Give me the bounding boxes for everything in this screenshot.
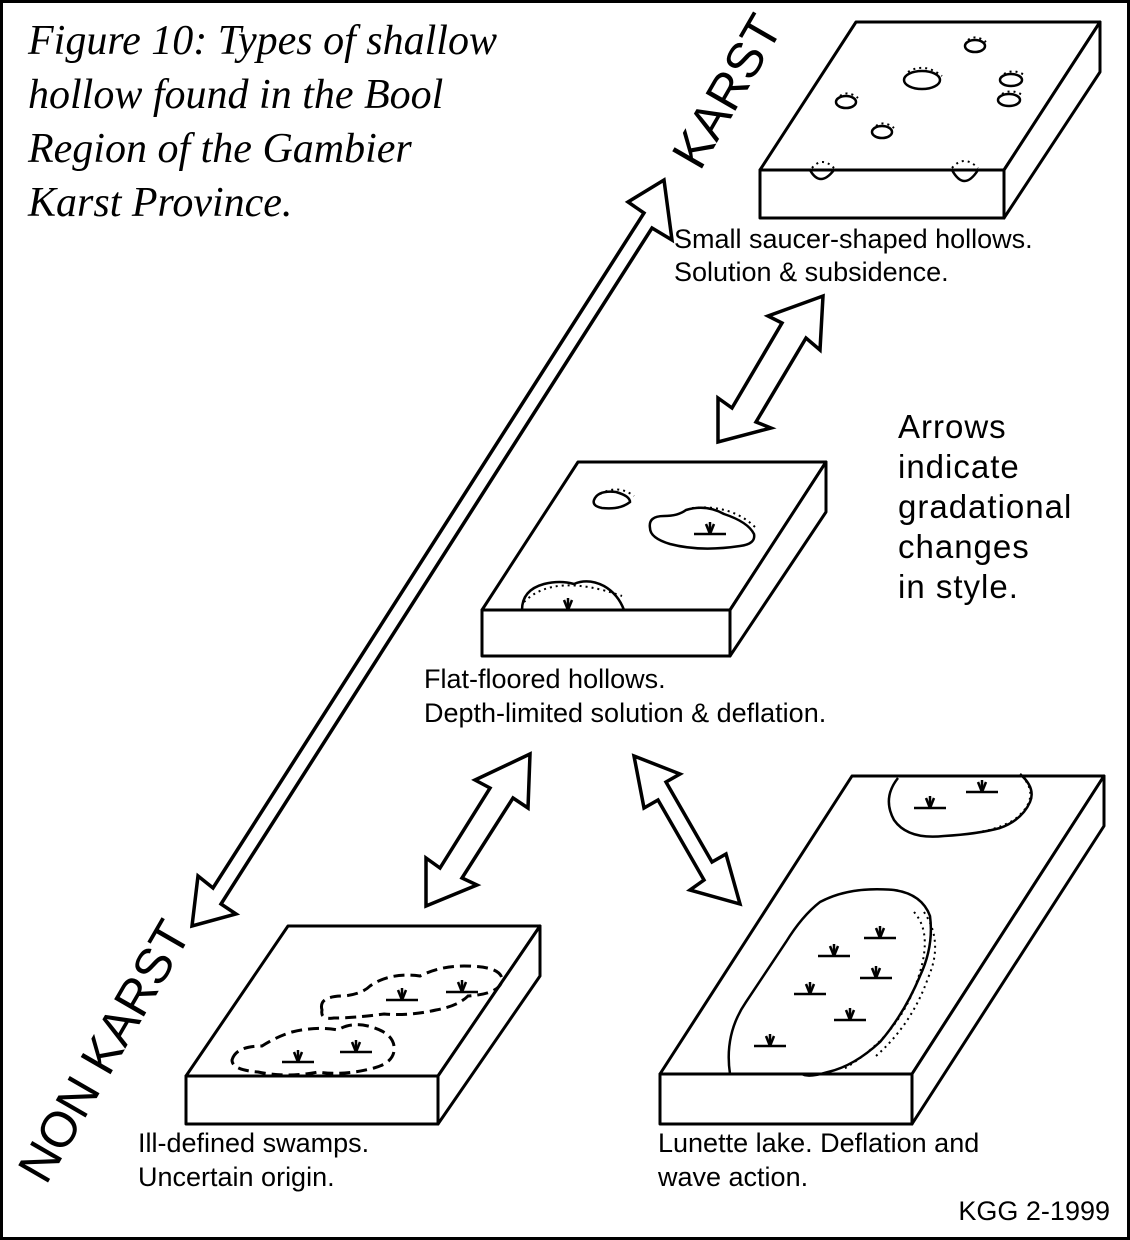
block-front-face bbox=[184, 1074, 440, 1126]
arrow-flat-swamp bbox=[424, 751, 532, 909]
caption-flat-line-2: Depth-limited solution & deflation. bbox=[424, 698, 826, 728]
block-saucer-hollows: Small saucer-shaped hollows. Solution & … bbox=[674, 20, 1102, 287]
caption-swamp-line-2: Uncertain origin. bbox=[138, 1162, 335, 1192]
title-line-1: Figure 10: Types of shallow bbox=[27, 18, 497, 64]
block-lunette-lake: Lunette lake. Deflation and wave action. bbox=[657, 773, 1106, 1192]
block-ill-defined-swamps: Ill-defined swamps. Uncertain origin. bbox=[138, 924, 542, 1192]
caption-saucer-line-2: Solution & subsidence. bbox=[674, 257, 949, 287]
title-line-3: Region of the Gambier bbox=[27, 126, 412, 172]
lunette-lake-icons bbox=[727, 773, 1033, 1077]
credit-label: KGG 2-1999 bbox=[958, 1196, 1110, 1226]
arrows-note: Arrows indicate gradational changes in s… bbox=[898, 408, 1072, 605]
caption-flat-line-1: Flat-floored hollows. bbox=[424, 664, 666, 694]
note-line-3: gradational bbox=[898, 488, 1072, 525]
block-front-face bbox=[758, 168, 1006, 220]
title-line-4: Karst Province. bbox=[27, 180, 292, 226]
caption-lunette-line-2: wave action. bbox=[657, 1162, 808, 1192]
saucer-hollow-icons bbox=[808, 36, 1027, 183]
note-line-5: in style. bbox=[898, 568, 1019, 605]
note-line-2: indicate bbox=[898, 448, 1020, 485]
block-flat-floored-hollows: Flat-floored hollows. Depth-limited solu… bbox=[424, 460, 828, 728]
block-front-face bbox=[658, 1072, 914, 1126]
arrow-flat-lunette bbox=[631, 753, 743, 907]
note-line-1: Arrows bbox=[898, 408, 1007, 445]
caption-swamp-line-1: Ill-defined swamps. bbox=[138, 1128, 369, 1158]
caption-lunette-line-1: Lunette lake. Deflation and bbox=[658, 1128, 979, 1158]
flat-hollow-icons bbox=[520, 488, 757, 612]
figure-title: Figure 10: Types of shallow hollow found… bbox=[27, 18, 497, 226]
arrow-saucer-flat bbox=[716, 293, 825, 445]
karst-gradient-arrow bbox=[189, 177, 675, 929]
note-line-4: changes bbox=[898, 528, 1030, 565]
block-front-face bbox=[480, 608, 732, 658]
title-line-2: hollow found in the Bool bbox=[28, 72, 443, 118]
caption-saucer-line-1: Small saucer-shaped hollows. bbox=[674, 224, 1033, 254]
swamp-outline-icons bbox=[230, 964, 504, 1077]
